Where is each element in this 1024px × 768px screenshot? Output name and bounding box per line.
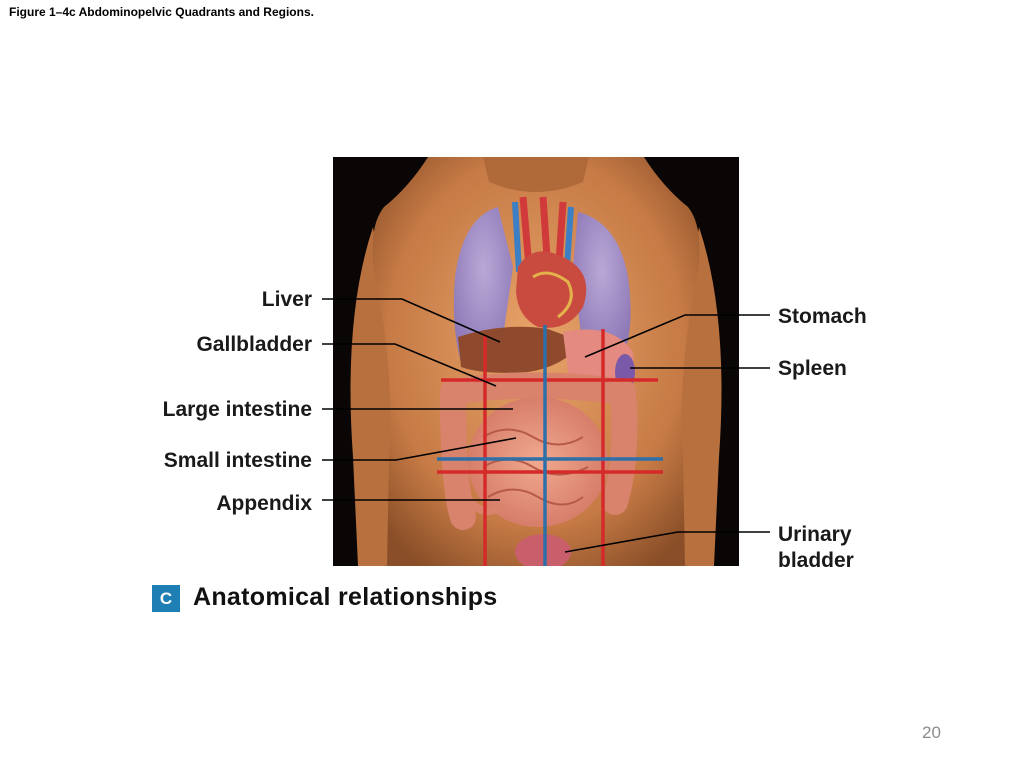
label-urinary-bladder-line1: Urinary [778,523,852,546]
figure-caption: Anatomical relationships [193,583,498,611]
urinary-bladder [515,534,571,566]
urinary-bladder-leader [564,531,770,553]
aorta [519,196,567,268]
panel-letter-badge: C [152,585,180,612]
gallbladder-leader [322,343,497,387]
vena-cava [512,201,574,273]
liver-leader [322,298,501,343]
region-lines [437,329,663,566]
label-appendix: Appendix [216,492,312,515]
figure-title: Figure 1–4c Abdominopelvic Quadrants and… [9,5,314,19]
right-lung [573,212,631,357]
left-lung [453,207,513,362]
label-urinary-bladder: Urinary bladder [778,522,854,574]
liver [458,326,583,373]
quadrant-lines [437,325,663,566]
label-small-intestine: Small intestine [163,449,312,472]
torso-illustration [333,157,739,566]
label-gallbladder: Gallbladder [196,333,312,356]
page-number: 20 [922,723,941,742]
label-large-intestine: Large intestine [162,398,312,421]
label-stomach: Stomach [778,305,867,328]
small-intestine-leader [322,437,517,461]
label-spleen: Spleen [778,357,847,380]
heart [516,251,587,328]
stomach-leader [584,314,770,358]
label-liver: Liver [261,288,312,311]
label-urinary-bladder-line2: bladder [778,549,854,572]
neck [483,157,589,192]
